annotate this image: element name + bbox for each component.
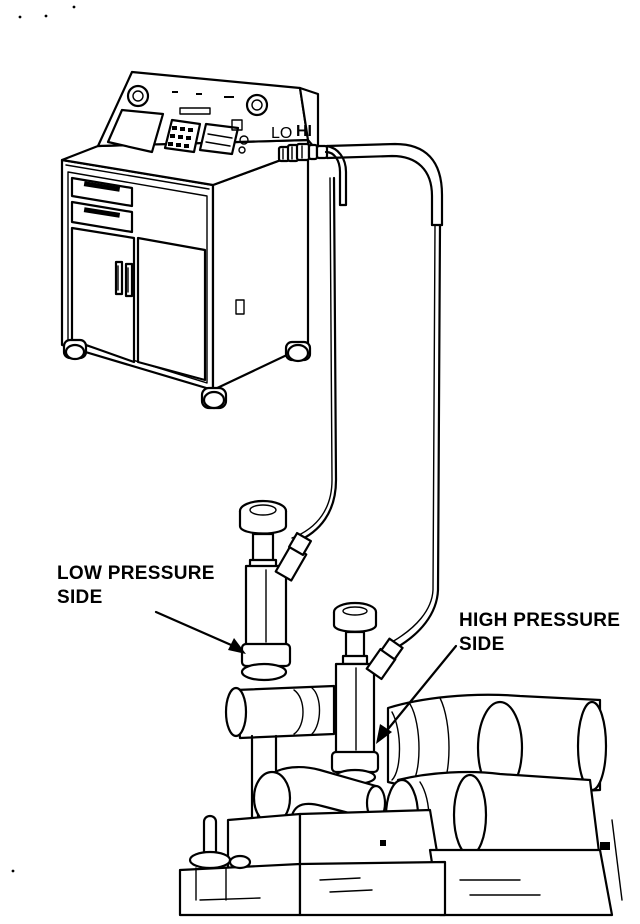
keypad-icon: [163, 118, 202, 154]
right-gauge-icon: [245, 93, 269, 117]
low-pressure-arrow: [154, 610, 246, 654]
hi-port-label: HI: [296, 123, 312, 140]
compressor-pipework: [178, 684, 623, 917]
low-pressure-service-valve: [238, 499, 313, 682]
service-station-cart: [60, 70, 320, 410]
low-pressure-side-label-line2: SIDE: [57, 587, 103, 608]
high-pressure-side-label-line1: HIGH PRESSURE: [459, 610, 621, 631]
high-pressure-side-label-line2: SIDE: [459, 634, 505, 655]
high-pressure-arrow: [376, 644, 458, 744]
high-pressure-side-label: HIGH PRESSURE SIDE: [459, 609, 620, 657]
lo-port-label: LO: [271, 125, 293, 142]
low-pressure-side-label: LOW PRESSURE SIDE: [57, 562, 215, 610]
low-pressure-side-label-line1: LOW PRESSURE: [57, 563, 215, 584]
service-hoses: [291, 142, 444, 650]
display-screen-icon: [106, 108, 165, 154]
right-door: [136, 236, 207, 382]
left-gauge-icon: [126, 84, 150, 108]
caster-wheels-icon: [62, 338, 312, 410]
hose-couplers: [277, 142, 329, 163]
